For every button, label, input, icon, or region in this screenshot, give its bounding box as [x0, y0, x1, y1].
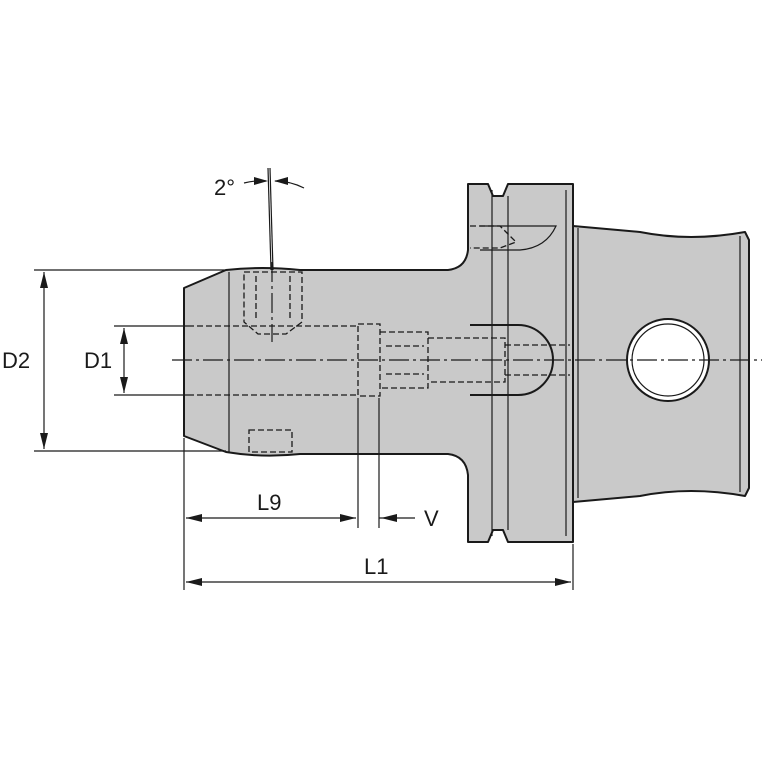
v-label: V [424, 506, 439, 531]
angle-line-1 [267, 167, 272, 271]
tool-body [183, 183, 750, 543]
l9-label: L9 [257, 490, 281, 515]
center-lines [172, 167, 762, 361]
angle-label: 2° [214, 175, 235, 200]
angle-line-2 [269, 167, 274, 271]
l1-label: L1 [364, 554, 388, 579]
dimension-labels: 2° D2 D1 L9 V L1 [2, 175, 439, 579]
d1-label: D1 [84, 348, 112, 373]
d2-label: D2 [2, 348, 30, 373]
internal-lines [228, 190, 741, 536]
dimensions [34, 177, 574, 590]
